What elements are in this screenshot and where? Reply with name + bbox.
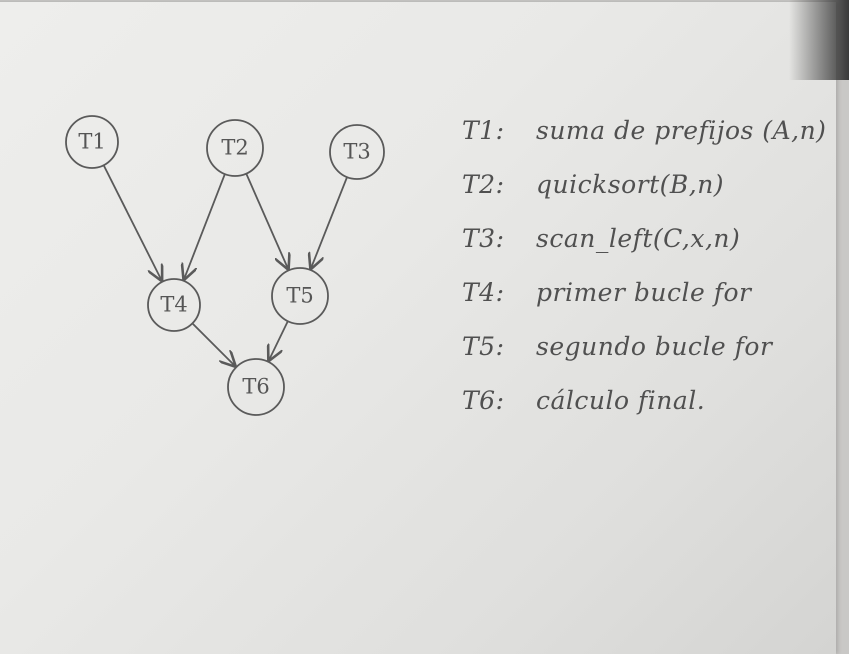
node-label: T4 — [160, 293, 187, 317]
node-t2: T2 — [206, 119, 264, 177]
legend-row-t6: T6: cálculo final. — [462, 386, 826, 440]
legend-row-t5: T5: segundo bucle for — [462, 332, 826, 386]
node-circle — [329, 124, 385, 180]
task-legend: T1: suma de prefijos (A,n) T2: quicksort(B… — [462, 116, 826, 440]
legend-key: T3: — [462, 224, 505, 253]
background-corner — [789, 0, 849, 80]
legend-key: T5: — [462, 332, 505, 361]
node-circle — [271, 267, 329, 325]
node-t4: T4 — [147, 278, 201, 332]
node-label: T5 — [286, 284, 313, 308]
edge-t1-t4 — [102, 164, 162, 280]
edge-t2-t4 — [184, 173, 226, 279]
legend-text: scan_left(C,x,n) — [536, 224, 741, 253]
legend-text: quicksort(B,n) — [536, 170, 725, 199]
node-t1: T1 — [65, 115, 119, 169]
legend-row-t1: T1: suma de prefijos (A,n) — [462, 116, 826, 170]
node-circle — [206, 119, 264, 177]
node-label: T3 — [343, 140, 370, 164]
legend-row-t3: T3: scan_left(C,x,n) — [462, 224, 826, 278]
legend-key: T1: — [462, 116, 505, 145]
legend-text: cálculo final. — [536, 386, 706, 415]
node-t6: T6 — [227, 358, 285, 416]
legend-row-t2: T2: quicksort(B,n) — [462, 170, 826, 224]
node-circle — [147, 278, 201, 332]
legend-text: primer bucle for — [536, 278, 752, 307]
node-circle — [65, 115, 119, 169]
legend-key: T4: — [462, 278, 505, 307]
node-t3: T3 — [329, 124, 385, 180]
node-label: T6 — [242, 375, 269, 399]
legend-key: T6: — [462, 386, 505, 415]
edge-t5-t6 — [269, 320, 289, 360]
node-circle — [227, 358, 285, 416]
edge-t3-t5 — [311, 176, 348, 268]
legend-row-t4: T4: primer bucle for — [462, 278, 826, 332]
legend-text: segundo bucle for — [536, 332, 773, 361]
node-label: T2 — [221, 136, 248, 160]
legend-key: T2: — [462, 170, 505, 199]
node-label: T1 — [78, 130, 105, 154]
node-t5: T5 — [271, 267, 329, 325]
edge-t4-t6 — [191, 322, 234, 365]
legend-text: suma de prefijos (A,n) — [536, 116, 827, 145]
edge-t2-t5 — [245, 173, 288, 269]
